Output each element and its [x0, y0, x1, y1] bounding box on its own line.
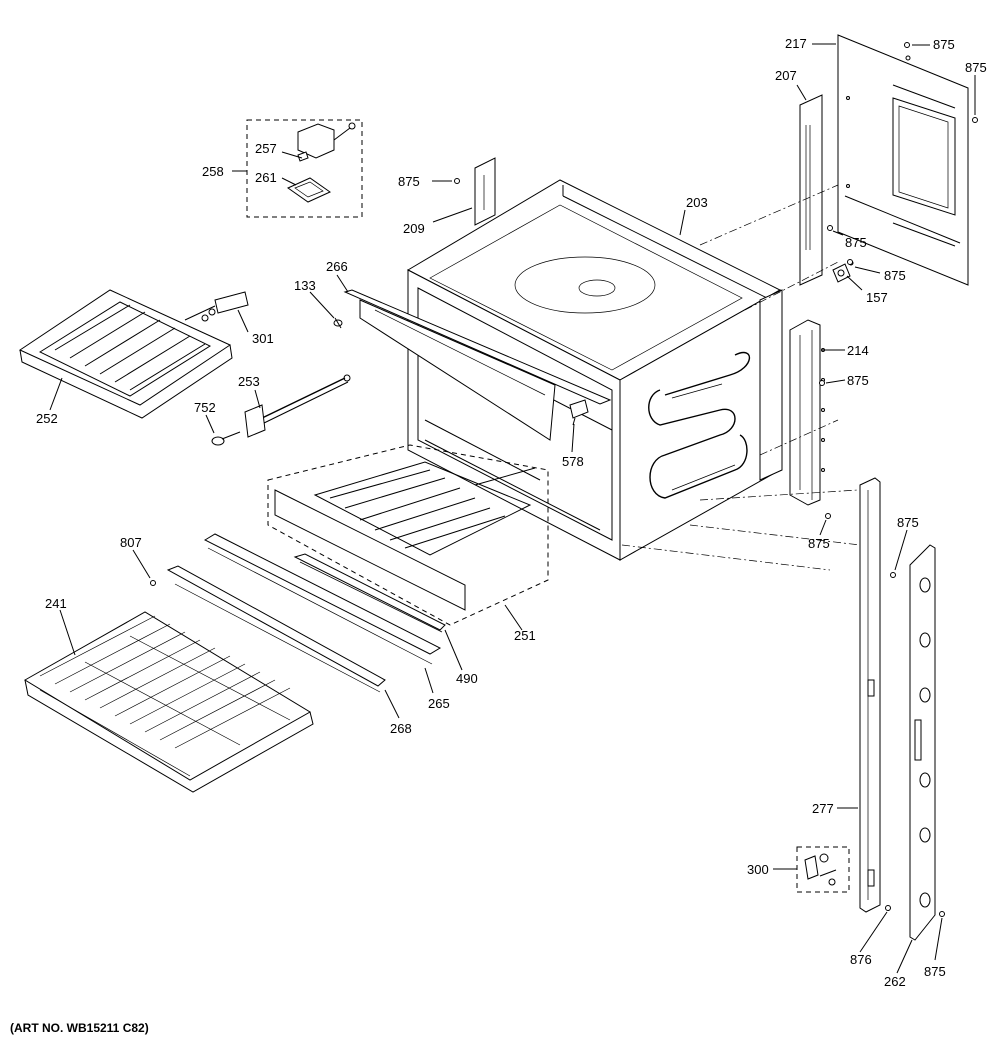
- assembly-guide-lines: [621, 184, 861, 571]
- side-rail-214: [789, 319, 825, 506]
- probe-253: [244, 374, 351, 438]
- label-252: 252: [36, 411, 58, 426]
- label-133: 133: [294, 278, 316, 293]
- label-875: 875: [847, 373, 869, 388]
- label-875: 875: [808, 536, 830, 551]
- label-157: 157: [866, 290, 888, 305]
- label-875: 875: [965, 60, 987, 75]
- label-277: 277: [812, 801, 834, 816]
- label-301: 301: [252, 331, 274, 346]
- label-578: 578: [562, 454, 584, 469]
- label-807: 807: [120, 535, 142, 550]
- label-265: 265: [428, 696, 450, 711]
- label-752: 752: [194, 400, 216, 415]
- bracket-301: [201, 291, 249, 322]
- label-251: 251: [514, 628, 536, 643]
- bracket-209: [474, 157, 496, 226]
- trim-490: [293, 553, 446, 633]
- label-875: 875: [924, 964, 946, 979]
- screw-133: [333, 317, 343, 329]
- broil-element-252: [18, 289, 233, 419]
- label-214: 214: [847, 343, 869, 358]
- label-876: 876: [850, 952, 872, 967]
- sensor-578: [569, 399, 589, 426]
- side-slide-277: [859, 477, 881, 913]
- label-875: 875: [398, 174, 420, 189]
- kit-258-group: [246, 119, 363, 218]
- bake-element-251-group: [267, 444, 549, 626]
- label-253: 253: [238, 374, 260, 389]
- side-panel-262: [909, 544, 936, 941]
- trim-268: [166, 565, 386, 693]
- label-268: 268: [390, 721, 412, 736]
- label-209: 209: [403, 221, 425, 236]
- label-207: 207: [775, 68, 797, 83]
- screws-875: [454, 42, 978, 917]
- label-258: 258: [202, 164, 224, 179]
- side-trim-207: [799, 94, 823, 286]
- oven-rack-241: [24, 611, 314, 793]
- label-875: 875: [884, 268, 906, 283]
- label-266: 266: [326, 259, 348, 274]
- vent-trim-266: [343, 289, 612, 441]
- part-labels: 217 875 875 207 875 209 203 875 875 157 …: [36, 36, 987, 989]
- rear-panel-217: [837, 34, 969, 286]
- label-262: 262: [884, 974, 906, 989]
- label-490: 490: [456, 671, 478, 686]
- label-875: 875: [845, 235, 867, 250]
- trim-265: [203, 533, 442, 665]
- label-300: 300: [747, 862, 769, 877]
- art-number: (ART NO. WB15211 C82): [10, 1021, 149, 1035]
- screw-752: [211, 431, 241, 446]
- label-203: 203: [686, 195, 708, 210]
- label-217: 217: [785, 36, 807, 51]
- label-875: 875: [933, 37, 955, 52]
- label-261: 261: [255, 170, 277, 185]
- label-241: 241: [45, 596, 67, 611]
- label-875: 875: [897, 515, 919, 530]
- label-257: 257: [255, 141, 277, 156]
- kit-300-group: [796, 846, 850, 893]
- screw-807: [150, 580, 156, 586]
- leader-lines: [49, 43, 976, 974]
